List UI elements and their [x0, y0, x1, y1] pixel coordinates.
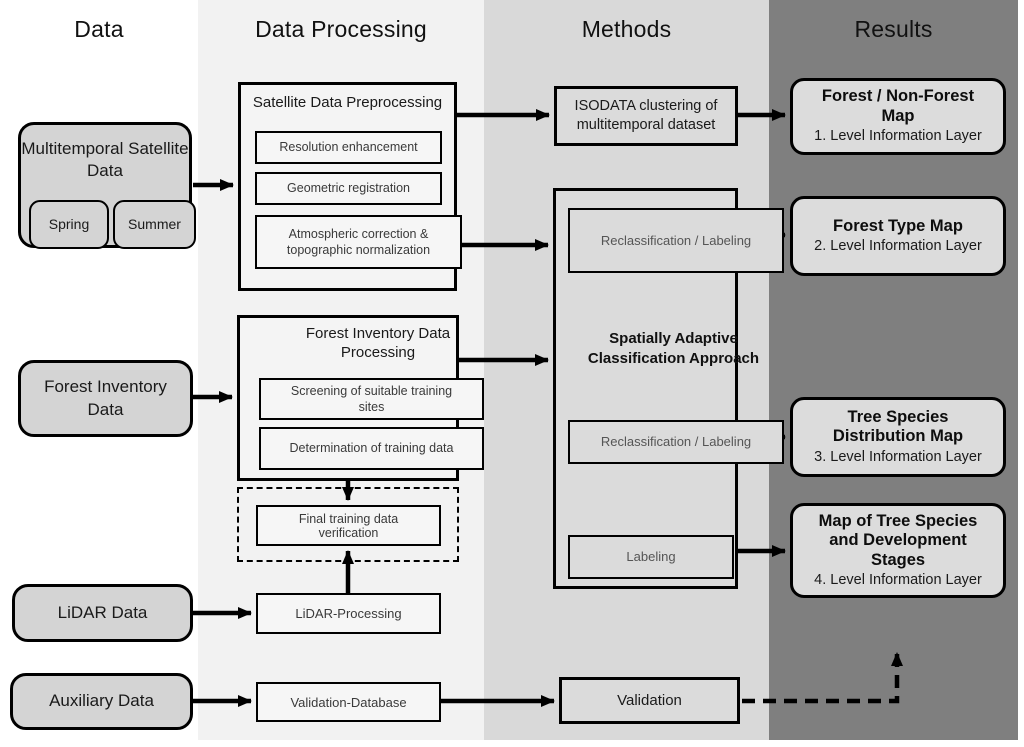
result-forest-type-map: Forest Type Map 2. Level Information Lay… [790, 196, 1006, 276]
step-determination-training-data: Determination of training data [259, 427, 484, 470]
result-title: Tree Species Distribution Map [832, 407, 964, 446]
result-subtitle: 2. Level Information Layer [814, 238, 982, 255]
season-summer-box: Summer [113, 200, 196, 249]
result-title: Forest Type Map [833, 216, 963, 235]
result-map-tree-species-development: Map of Tree Species and Development Stag… [790, 503, 1006, 598]
result-subtitle: 3. Level Information Layer [814, 448, 982, 465]
lidar-data-box: LiDAR Data [12, 584, 193, 642]
forest-inventory-data-processing-title: Forest Inventory Data Processing [305, 325, 451, 361]
result-forest-non-forest-map: Forest / Non-Forest Map 1. Level Informa… [790, 78, 1006, 155]
final-training-dashed-container: Final training data verification [237, 487, 459, 562]
satellite-data-preprocessing-box: Satellite Data Preprocessing Resolution … [238, 82, 462, 291]
step-atmospheric-correction: Atmospheric correction & topographic nor… [255, 215, 462, 269]
final-training-data-verification-box: Final training data verification [256, 505, 441, 546]
satellite-data-preprocessing-title: Satellite Data Preprocessing [252, 94, 443, 111]
result-subtitle: 1. Level Information Layer [814, 128, 982, 145]
isodata-clustering-box: ISODATA clustering of multitemporal data… [554, 86, 738, 146]
lidar-processing-box: LiDAR-Processing [256, 593, 441, 634]
labeling-box: Labeling [568, 535, 734, 579]
column-header-data: Data [74, 16, 124, 42]
result-tree-species-distribution-map: Tree Species Distribution Map 3. Level I… [790, 397, 1006, 477]
step-screening-training-sites: Screening of suitable training sites [259, 378, 484, 420]
column-header-methods: Methods [581, 16, 672, 42]
step-geometric-registration: Geometric registration [255, 172, 442, 205]
auxiliary-data-box: Auxiliary Data [10, 673, 193, 730]
spatially-adaptive-classification-box: Reclassification / Labeling Spatially Ad… [553, 188, 784, 589]
result-title: Map of Tree Species and Development Stag… [818, 511, 978, 569]
column-header-data-processing: Data Processing [255, 16, 427, 42]
result-title: Forest / Non-Forest Map [821, 87, 975, 125]
season-spring-box: Spring [29, 200, 109, 249]
multitemporal-satellite-data-box: Multitemporal Satellite Data Spring Summ… [18, 122, 196, 249]
result-subtitle: 4. Level Information Layer [814, 572, 982, 588]
reclassification-labeling-2-box: Reclassification / Labeling [568, 420, 784, 464]
forest-inventory-data-processing-box: Forest Inventory Data Processing Screeni… [237, 315, 484, 481]
column-header-results: Results [854, 16, 933, 42]
multitemporal-satellite-data-label: Multitemporal Satellite Data [21, 139, 189, 181]
validation-database-box: Validation-Database [256, 682, 441, 722]
step-resolution-enhancement: Resolution enhancement [255, 131, 442, 164]
spatially-adaptive-classification-title: Spatially Adaptive Classification Approa… [587, 330, 760, 367]
validation-box: Validation [559, 677, 740, 724]
reclassification-labeling-1-box: Reclassification / Labeling [568, 208, 784, 273]
forest-inventory-data-box: Forest Inventory Data [18, 360, 193, 437]
